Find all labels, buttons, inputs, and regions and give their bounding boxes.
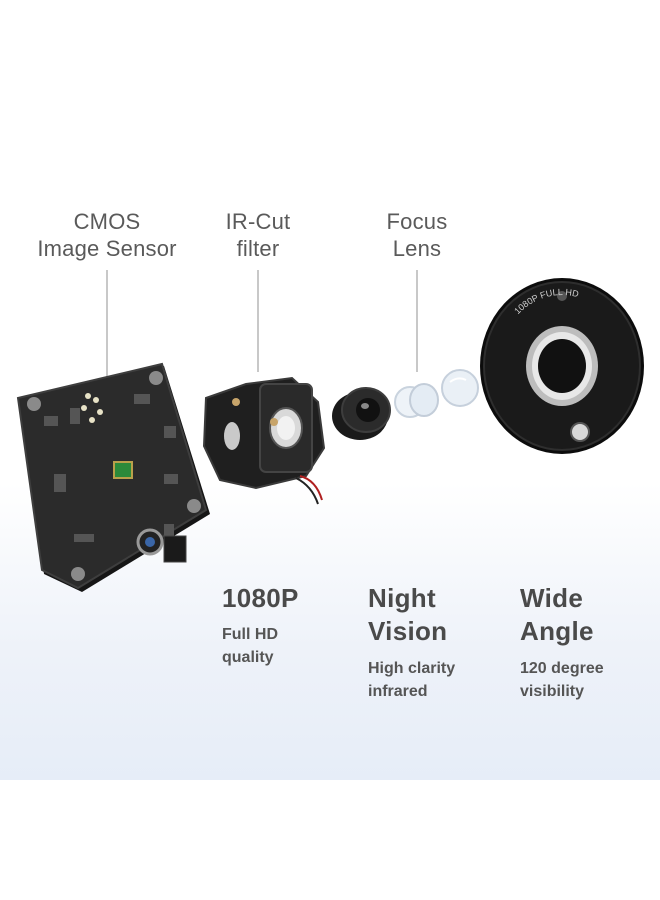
feature-title-line: Wide: [520, 583, 584, 613]
ir-cut-filter-image: [202, 376, 326, 505]
label-line: Focus: [386, 209, 448, 234]
cmos-circuit-board-image: [16, 362, 210, 592]
feature-desc-line: infrared: [368, 683, 428, 700]
label-line: IR-Cut: [225, 209, 291, 234]
label-line: CMOS: [73, 209, 141, 234]
feature-desc-wide-angle: 120 degree visibility: [520, 657, 604, 703]
lens-barrel-image: [332, 387, 391, 440]
feature-title-wide-angle: Wide Angle: [520, 582, 594, 648]
feature-desc-line: quality: [222, 649, 274, 666]
leader-line-ircut: [257, 270, 259, 372]
feature-title-line: Vision: [368, 616, 448, 646]
leader-line-focus: [416, 270, 418, 372]
feature-title-line: Angle: [520, 616, 594, 646]
feature-desc-line: Full HD: [222, 626, 278, 643]
label-cmos-image-sensor: CMOS Image Sensor: [22, 208, 192, 262]
feature-title-1080p: 1080P: [222, 582, 299, 615]
leader-line-cmos: [106, 270, 108, 448]
lens-bezel-ring-image: 1080P FULL HD: [480, 278, 644, 454]
product-infographic-panel: CMOS Image Sensor IR-Cut filter Focus Le…: [0, 120, 660, 780]
feature-title-night-vision: Night Vision: [368, 582, 447, 648]
feature-desc-line: 120 degree: [520, 660, 604, 677]
feature-title-line: Night: [368, 583, 436, 613]
focus-lens-elements-image: [394, 369, 479, 418]
feature-desc-line: High clarity: [368, 660, 456, 677]
label-focus-lens: Focus Lens: [367, 208, 467, 262]
label-line: Image Sensor: [37, 236, 177, 261]
label-line: filter: [236, 236, 280, 261]
label-ir-cut-filter: IR-Cut filter: [208, 208, 308, 262]
feature-desc-night-vision: High clarity infrared: [368, 657, 455, 703]
feature-desc-1080p: Full HD quality: [222, 623, 278, 669]
feature-desc-line: visibility: [520, 683, 585, 700]
label-line: Lens: [392, 236, 442, 261]
feature-title-line: 1080P: [222, 583, 299, 613]
